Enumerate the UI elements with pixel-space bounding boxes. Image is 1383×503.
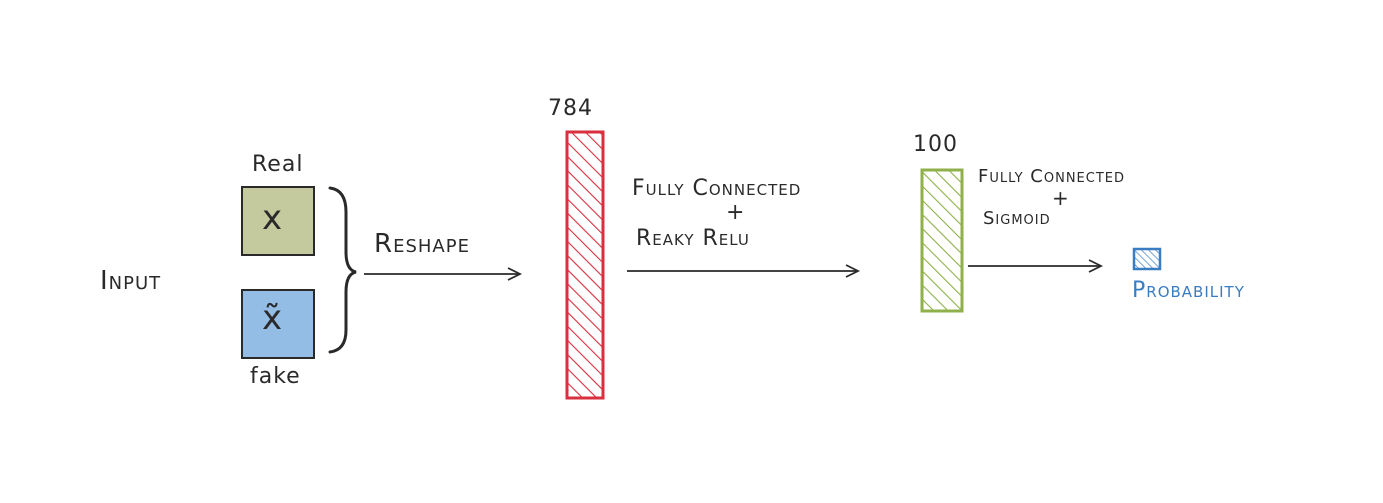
real-symbol: x [262,198,284,238]
layer-100-size: 100 [913,132,958,157]
real-label: Real [252,152,304,177]
probability-label: Probability [1132,278,1245,303]
layer-100-op-line2: Sigmoid [983,208,1051,229]
fc-relu-arrow [627,264,861,278]
curly-brace [328,186,357,354]
layer-100-op-plus: + [1052,186,1070,210]
fake-label: fake [250,364,301,389]
layer-100-op-line1: Fully Connected [978,166,1125,187]
layer-784-op-plus: + [726,200,746,225]
real-box [241,186,315,256]
probability-square [1132,247,1162,271]
layer-100-bar [920,168,964,313]
input-label: Input [100,266,162,296]
reshape-label: Reshape [374,229,470,259]
layer-784-bar [565,130,605,400]
fake-box [241,289,315,359]
layer-784-size: 784 [548,96,593,121]
layer-784-op-line1: Fully Connected [632,176,802,201]
fc-sigmoid-arrow [968,259,1104,273]
reshape-arrow [364,267,523,281]
layer-784-op-line2: Reaky Relu [636,226,750,251]
fake-symbol: x̃ [262,298,284,338]
